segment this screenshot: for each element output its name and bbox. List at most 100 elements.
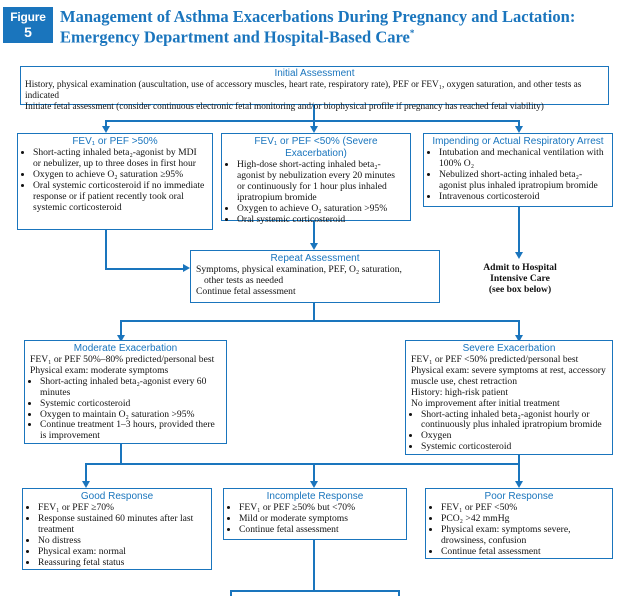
connector xyxy=(313,220,315,246)
moderate-exacerbation-heading: Moderate Exacerbation xyxy=(73,343,178,354)
initial-assessment-heading: Initial Assessment xyxy=(274,68,355,79)
moderate-line-2: Physical exam: moderate symptoms xyxy=(30,364,169,376)
list-item: FEV₁ or PEF <50% xyxy=(441,502,607,514)
arrow-down xyxy=(102,126,110,133)
list-item: Oral systemic corticosteroid if no immed… xyxy=(33,180,207,214)
list-item: Systemic corticosteroid xyxy=(421,441,607,453)
poor-response-box: Poor Response FEV₁ or PEF <50% PCO₂ >42 … xyxy=(425,488,613,559)
connector xyxy=(105,120,107,128)
list-item: Physical exam: normal xyxy=(38,546,206,558)
list-item: Oxygen to maintain O₂ saturation >95% xyxy=(40,409,221,421)
connector xyxy=(120,320,122,337)
respiratory-arrest-list: Intubation and mechanical ventilation wi… xyxy=(429,147,607,203)
partial-box-right xyxy=(398,590,400,596)
partial-box-left xyxy=(230,590,232,596)
connector xyxy=(313,463,315,483)
arrow-down xyxy=(117,335,125,342)
admit-icu-note: Admit to Hospital Intensive Care (see bo… xyxy=(470,262,570,295)
list-item: Short-acting inhaled beta₂-agonist hourl… xyxy=(421,409,607,432)
repeat-assessment-line-1: Symptoms, physical examination, PEF, O₂ … xyxy=(196,264,402,275)
list-item: Intravenous corticosteroid xyxy=(439,191,607,203)
list-item: Mild or moderate symptoms xyxy=(239,513,401,525)
repeat-assessment-box: Repeat Assessment Symptoms, physical exa… xyxy=(190,250,440,303)
fev-over-50-box: FEV₁ or PEF >50% Short-acting inhaled be… xyxy=(17,133,213,230)
list-item: Continue fetal assessment xyxy=(239,524,401,536)
list-item: No distress xyxy=(38,535,206,547)
initial-assessment-line-1: History, physical examination (auscultat… xyxy=(25,80,582,101)
list-item: Oxygen xyxy=(421,430,607,442)
arrow-down xyxy=(310,243,318,250)
figure-badge: Figure 5 xyxy=(3,7,53,43)
respiratory-arrest-box: Impending or Actual Respiratory Arrest I… xyxy=(423,133,613,207)
list-item: Physical exam: symptoms severe, drowsine… xyxy=(441,524,607,547)
arrow-down xyxy=(515,481,523,488)
connector xyxy=(518,454,520,463)
severe-line-2: Physical exam: severe symptoms at rest, … xyxy=(411,364,606,387)
title-line-1: Management of Asthma Exacerbations Durin… xyxy=(60,7,576,26)
list-item: Response sustained 60 minutes after last… xyxy=(38,513,206,536)
admit-line-2: Intensive Care xyxy=(490,273,550,284)
good-response-list: FEV₁ or PEF ≥70% Response sustained 60 m… xyxy=(28,502,206,569)
arrow-down xyxy=(515,335,523,342)
list-item: Continue fetal assessment xyxy=(441,546,607,558)
severe-exacerbation-heading: Severe Exacerbation xyxy=(462,343,556,354)
title-line-2-wrap: Emergency Department and Hospital-Based … xyxy=(60,25,620,46)
severe-exacerbation-box: Severe Exacerbation FEV₁ or PEF <50% pre… xyxy=(405,340,613,455)
connector xyxy=(85,463,87,483)
connector xyxy=(85,463,520,465)
list-item: Intubation and mechanical ventilation wi… xyxy=(439,147,607,170)
connector xyxy=(518,463,520,483)
severe-line-3: History: high-risk patient xyxy=(411,386,508,398)
figure-number: 5 xyxy=(24,24,32,40)
moderate-line-1: FEV₁ or PEF 50%–80% predicted/personal b… xyxy=(30,354,215,365)
list-item: Systemic corticosteroid xyxy=(40,398,221,410)
title-mark: * xyxy=(409,28,415,38)
list-item: FEV₁ or PEF ≥70% xyxy=(38,502,206,514)
initial-assessment-box: Initial Assessment History, physical exa… xyxy=(20,66,609,112)
connector xyxy=(313,540,315,590)
good-response-heading: Good Response xyxy=(80,491,154,502)
arrow-down xyxy=(310,126,318,133)
severe-line-1: FEV₁ or PEF <50% predicted/personal best xyxy=(411,354,579,365)
repeat-assessment-heading: Repeat Assessment xyxy=(270,253,360,264)
moderate-list: Short-acting inhaled beta₂-agonist every… xyxy=(30,376,221,442)
incomplete-response-box: Incomplete Response FEV₁ or PEF ≥50% but… xyxy=(223,488,407,540)
severe-list: Short-acting inhaled beta₂-agonist hourl… xyxy=(411,409,607,454)
admit-line-1: Admit to Hospital xyxy=(483,262,557,273)
admit-line-3: (see box below) xyxy=(488,284,552,295)
list-item: Continue treatment 1–3 hours, provided t… xyxy=(40,420,221,442)
arrow-down xyxy=(515,126,523,133)
arrow-down xyxy=(82,481,90,488)
connector xyxy=(105,268,185,270)
severe-exacerbation-top-list: High-dose short-acting inhaled beta₂-ago… xyxy=(227,159,405,226)
figure-word: Figure xyxy=(10,10,46,24)
arrow-down xyxy=(515,252,523,259)
good-response-box: Good Response FEV₁ or PEF ≥70% Response … xyxy=(22,488,212,570)
incomplete-response-list: FEV₁ or PEF ≥50% but <70% Mild or modera… xyxy=(229,502,401,536)
connector xyxy=(518,320,520,337)
list-item: Short-acting inhaled beta₂-agonist every… xyxy=(40,376,221,399)
connector xyxy=(120,320,520,322)
repeat-assessment-line-2: other tests as needed xyxy=(204,274,284,286)
partial-box-top xyxy=(230,590,400,592)
list-item: Reassuring fetal status xyxy=(38,557,206,569)
poor-response-heading: Poor Response xyxy=(484,491,554,502)
list-item: Oxygen to achieve O₂ saturation >95% xyxy=(237,203,405,215)
title-line-2: Emergency Department and Hospital-Based … xyxy=(60,27,410,47)
severe-line-4: No improvement after initial treatment xyxy=(411,397,560,409)
moderate-exacerbation-box: Moderate Exacerbation FEV₁ or PEF 50%–80… xyxy=(24,340,227,444)
repeat-assessment-line-3: Continue fetal assessment xyxy=(196,285,296,297)
fev-over-50-heading: FEV₁ or PEF >50% xyxy=(72,136,158,147)
connector xyxy=(313,120,315,128)
connector xyxy=(105,229,107,269)
list-item: FEV₁ or PEF ≥50% but <70% xyxy=(239,502,401,514)
connector xyxy=(313,104,315,120)
arrow-down xyxy=(310,481,318,488)
fev-over-50-list: Short-acting inhaled beta₂-agonist by MD… xyxy=(23,147,207,214)
list-item: PCO₂ >42 mmHg xyxy=(441,513,607,525)
severe-exacerbation-top-box: FEV₁ or PEF <50% (Severe Exacerbation) H… xyxy=(221,133,411,224)
list-item: Oxygen to achieve O₂ saturation ≥95% xyxy=(33,169,207,181)
figure-title: Management of Asthma Exacerbations Durin… xyxy=(60,8,620,46)
list-item: Nebulized short-acting inhaled beta₂-ago… xyxy=(439,169,607,192)
list-item: Oral systemic corticosteroid xyxy=(237,214,405,226)
